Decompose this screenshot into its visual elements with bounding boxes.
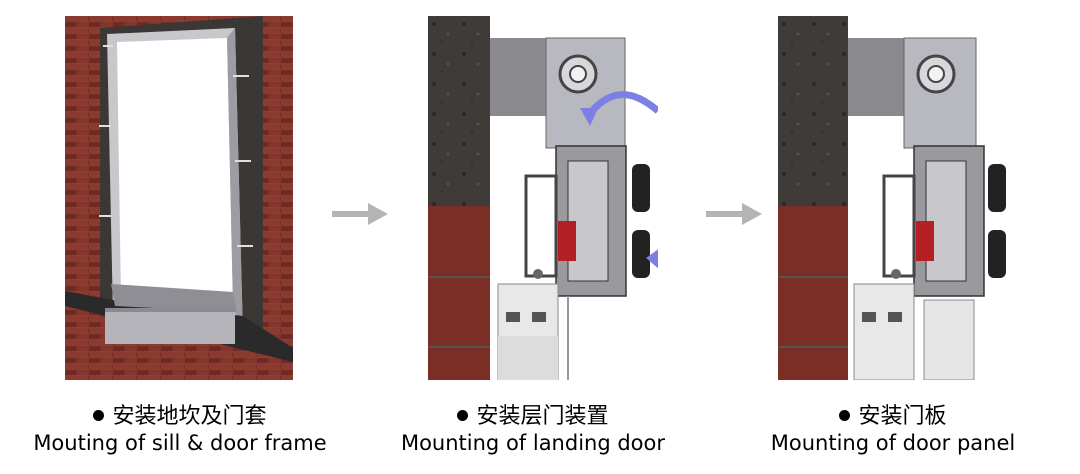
landing-door-drawing bbox=[428, 16, 658, 380]
step-1-title-en: Mouting of sill & door frame bbox=[33, 431, 327, 455]
step-3-title-en: Mounting of door panel bbox=[770, 431, 1016, 455]
step-1-title-cn: 安装地坎及门套 bbox=[112, 404, 267, 429]
step-2-title-cn-line: 安装层门装置 bbox=[378, 404, 688, 430]
bullet-icon bbox=[93, 409, 105, 421]
landing-door-illustration bbox=[428, 16, 658, 380]
step-2-title-cn: 安装层门装置 bbox=[476, 404, 609, 429]
step-3-title-cn: 安装门板 bbox=[858, 404, 947, 429]
arrow-right-icon bbox=[332, 203, 388, 225]
door-panel-drawing bbox=[778, 16, 1006, 380]
bullet-icon bbox=[839, 409, 851, 421]
step-3-caption: 安装门板 Mounting of door panel bbox=[748, 404, 1038, 456]
arrow-left-icon bbox=[646, 249, 658, 269]
sill-door-frame-illustration bbox=[65, 16, 293, 380]
step-2-caption: 安装层门装置 Mounting of landing door bbox=[378, 404, 688, 456]
door-panel-illustration bbox=[778, 16, 1006, 380]
step-1-title-cn-line: 安装地坎及门套 bbox=[10, 404, 350, 430]
step-2-title-en: Mounting of landing door bbox=[400, 431, 666, 455]
bullet-icon bbox=[457, 409, 469, 421]
step-3-title-cn-line: 安装门板 bbox=[748, 404, 1038, 430]
arrow-right-icon bbox=[706, 203, 762, 225]
step-1-caption: 安装地坎及门套 Mouting of sill & door frame bbox=[10, 404, 350, 456]
sill-door-frame-drawing bbox=[65, 16, 293, 380]
